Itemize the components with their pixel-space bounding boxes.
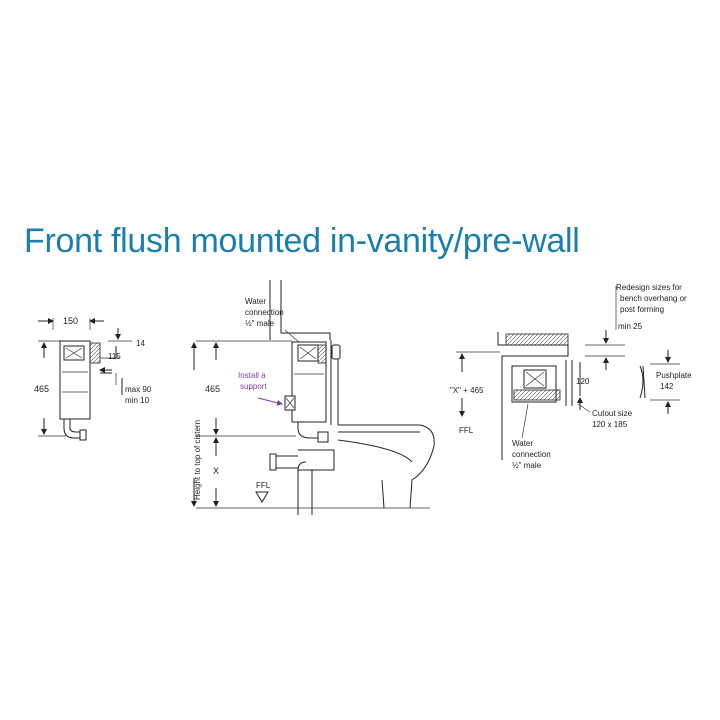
pushplate-line1: Pushplate (656, 371, 692, 380)
left-width-label: 150 (63, 316, 78, 326)
middle-elevation-view: Water connection ½" male Install a suppo… (191, 280, 435, 515)
right-water-line3: ½" male (512, 461, 542, 470)
min-25-label: min 25 (618, 322, 643, 331)
left-top-gap-label: 14 (136, 339, 145, 348)
x465-label: "X" + 465 (450, 386, 484, 395)
cutout-line1: Cutout size (592, 409, 633, 418)
middle-x-label: X (213, 466, 219, 476)
middle-water-line2: connection (245, 308, 284, 317)
cutout-line2: 120 x 185 (592, 420, 628, 429)
left-depth-min-label: min 10 (125, 396, 150, 405)
right-bench-view: Redesign sizes for bench overhang or pos… (450, 283, 692, 470)
middle-vertical-label: Height to top of cistern (193, 420, 202, 500)
right-water-line1: Water (512, 439, 533, 448)
middle-water-line1: Water (245, 297, 266, 306)
middle-ffl-label: FFL (256, 481, 271, 490)
middle-water-line3: ½" male (245, 319, 275, 328)
left-side-view: 150 14 465 115 max 90 min 10 (34, 316, 152, 441)
redesign-line1: Redesign sizes for (616, 283, 682, 292)
left-inset-label: 115 (108, 352, 121, 361)
left-height-label: 465 (34, 384, 49, 394)
middle-height-label: 465 (205, 384, 220, 394)
pushplate-line2: 142 (660, 382, 674, 391)
redesign-line3: post forming (620, 305, 664, 314)
redesign-line2: bench overhang or (620, 294, 687, 303)
left-depth-max-label: max 90 (125, 385, 152, 394)
page-title: Front flush mounted in-vanity/pre-wall (24, 222, 580, 260)
right-water-line2: connection (512, 450, 551, 459)
install-support-line1: Install a (238, 371, 266, 380)
cutout-height-label: 120 (576, 377, 590, 386)
install-support-line2: support (240, 382, 267, 391)
right-ffl-label: FFL (459, 426, 474, 435)
